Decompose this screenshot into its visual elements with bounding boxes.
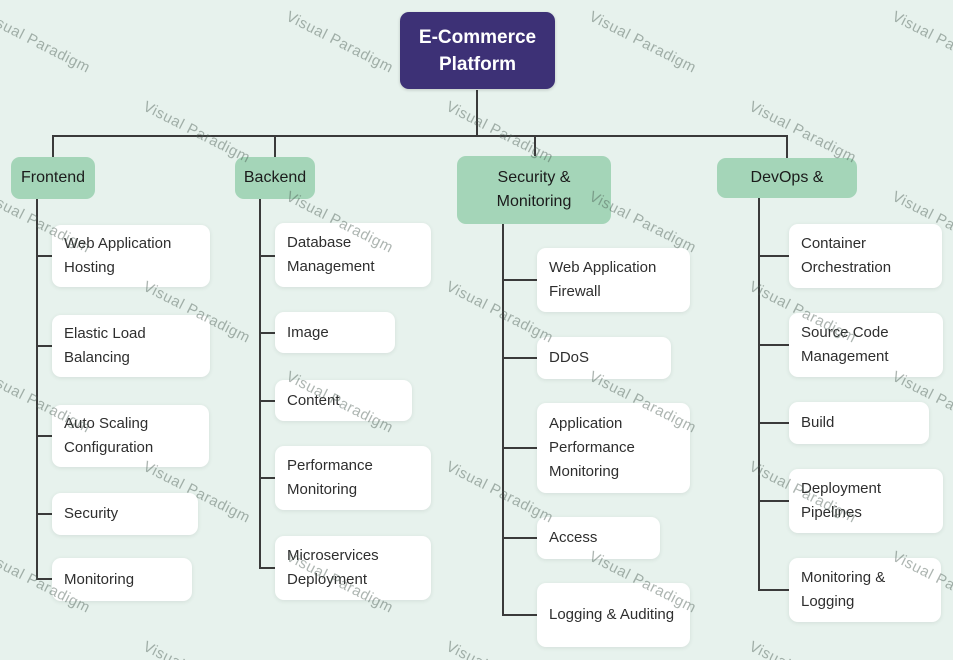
node-frontend[interactable]: Frontend [11, 157, 95, 199]
watermark-text: Visual Paradigm [586, 8, 700, 77]
connector-line [786, 135, 788, 158]
node-monitoring[interactable]: Monitoring [52, 558, 192, 601]
connector-line [36, 255, 52, 257]
node-label: Image [287, 323, 329, 341]
node-devops[interactable]: DevOps & [717, 158, 857, 198]
connector-line [534, 135, 536, 156]
watermark-text: Visual Paradigm [283, 8, 397, 77]
watermark-text: Visual Paradigm [746, 98, 860, 167]
connector-line [502, 224, 504, 616]
connector-line [502, 279, 537, 281]
watermark-text: Visual Paradigm [889, 8, 953, 77]
connector-line [259, 477, 275, 479]
connector-line [758, 422, 789, 424]
node-backend[interactable]: Backend [235, 157, 315, 199]
node-logging-auditing[interactable]: Logging & Auditing [537, 583, 690, 647]
connector-line [259, 332, 275, 334]
node-label: Microservices Deployment [287, 547, 379, 588]
connector-line [476, 90, 478, 136]
watermark-text: Visual Paradigm [0, 8, 94, 77]
node-elastic-load-balancing[interactable]: Elastic Load Balancing [52, 315, 210, 377]
node-security[interactable]: Security [52, 493, 198, 535]
connector-line [36, 435, 52, 437]
node-label: DDoS [549, 349, 590, 366]
watermark-text: Visual Paradigm [746, 638, 859, 660]
node-web-application-hosting[interactable]: Web Application Hosting [52, 225, 210, 287]
connector-line [259, 199, 261, 569]
node-web-application-firewall[interactable]: Web Application Firewall [537, 248, 690, 312]
connector-line [36, 199, 38, 580]
node-label: Access [549, 529, 598, 546]
connector-line [52, 135, 788, 137]
node-label: Deployment Pipelines [801, 480, 882, 521]
node-label: Security [64, 505, 119, 522]
connector-line [758, 344, 789, 346]
node-content[interactable]: Content [275, 380, 412, 421]
node-performance-monitoring[interactable]: Performance Monitoring [275, 446, 431, 510]
connector-line [259, 400, 275, 402]
watermark-text: Visual Paradigm [140, 98, 254, 167]
node-label: Performance Monitoring [287, 457, 373, 498]
node-source-code-management[interactable]: Source Code Management [789, 313, 943, 377]
connector-line [52, 135, 54, 157]
node-label: E-Commerce Platform [418, 26, 537, 75]
node-label: Source Code Management [801, 324, 889, 365]
connector-line [259, 567, 275, 569]
connector-line [758, 589, 789, 591]
connector-line [758, 198, 760, 591]
watermark-text: Visual Paradigm [140, 638, 253, 660]
node-monitoring-logging[interactable]: Monitoring & Logging [789, 558, 941, 622]
connector-line [502, 614, 537, 616]
node-ddos[interactable]: DDoS [537, 337, 671, 379]
node-deployment-pipelines[interactable]: Deployment Pipelines [789, 469, 943, 533]
connector-line [36, 578, 52, 580]
connector-line [758, 255, 789, 257]
node-application-performance-monitoring[interactable]: Application Performance Monitoring [537, 403, 690, 493]
node-label: Frontend [20, 169, 86, 186]
node-security-monitoring[interactable]: Security & Monitoring [457, 156, 611, 224]
node-label: Auto Scaling Configuration [64, 415, 154, 456]
node-label: Database Management [287, 234, 375, 275]
node-access[interactable]: Access [537, 517, 660, 559]
connector-line [758, 500, 789, 502]
node-label: Monitoring & Logging [801, 569, 886, 610]
node-microservices-deployment[interactable]: Microservices Deployment [275, 536, 431, 600]
node-label: Monitoring [64, 570, 135, 588]
node-container-orchestration[interactable]: Container Orchestration [789, 224, 942, 288]
node-label: Backend [243, 169, 307, 186]
connector-line [502, 447, 537, 449]
node-label: Container Orchestration [801, 235, 892, 276]
connector-line [259, 255, 275, 257]
node-build[interactable]: Build [789, 402, 929, 444]
node-label: Logging & Auditing [549, 606, 675, 623]
node-label: Web Application Hosting [64, 235, 172, 276]
node-label: Web Application Firewall [549, 259, 657, 300]
connector-line [36, 345, 52, 347]
connector-line [274, 135, 276, 157]
node-ecommerce-platform[interactable]: E-Commerce Platform [400, 12, 555, 89]
node-label: DevOps & [750, 169, 824, 186]
node-label: Elastic Load Balancing [64, 325, 146, 366]
node-label: Security & Monitoring [496, 169, 572, 210]
node-label: Application Performance Monitoring [549, 415, 635, 480]
node-image[interactable]: Image [275, 312, 395, 353]
node-label: Build [801, 414, 835, 431]
node-database-management[interactable]: Database Management [275, 223, 431, 287]
node-label: Content [287, 391, 340, 409]
node-auto-scaling-configuration[interactable]: Auto Scaling Configuration [52, 405, 209, 467]
connector-line [502, 357, 537, 359]
connector-line [502, 537, 537, 539]
connector-line [36, 513, 52, 515]
